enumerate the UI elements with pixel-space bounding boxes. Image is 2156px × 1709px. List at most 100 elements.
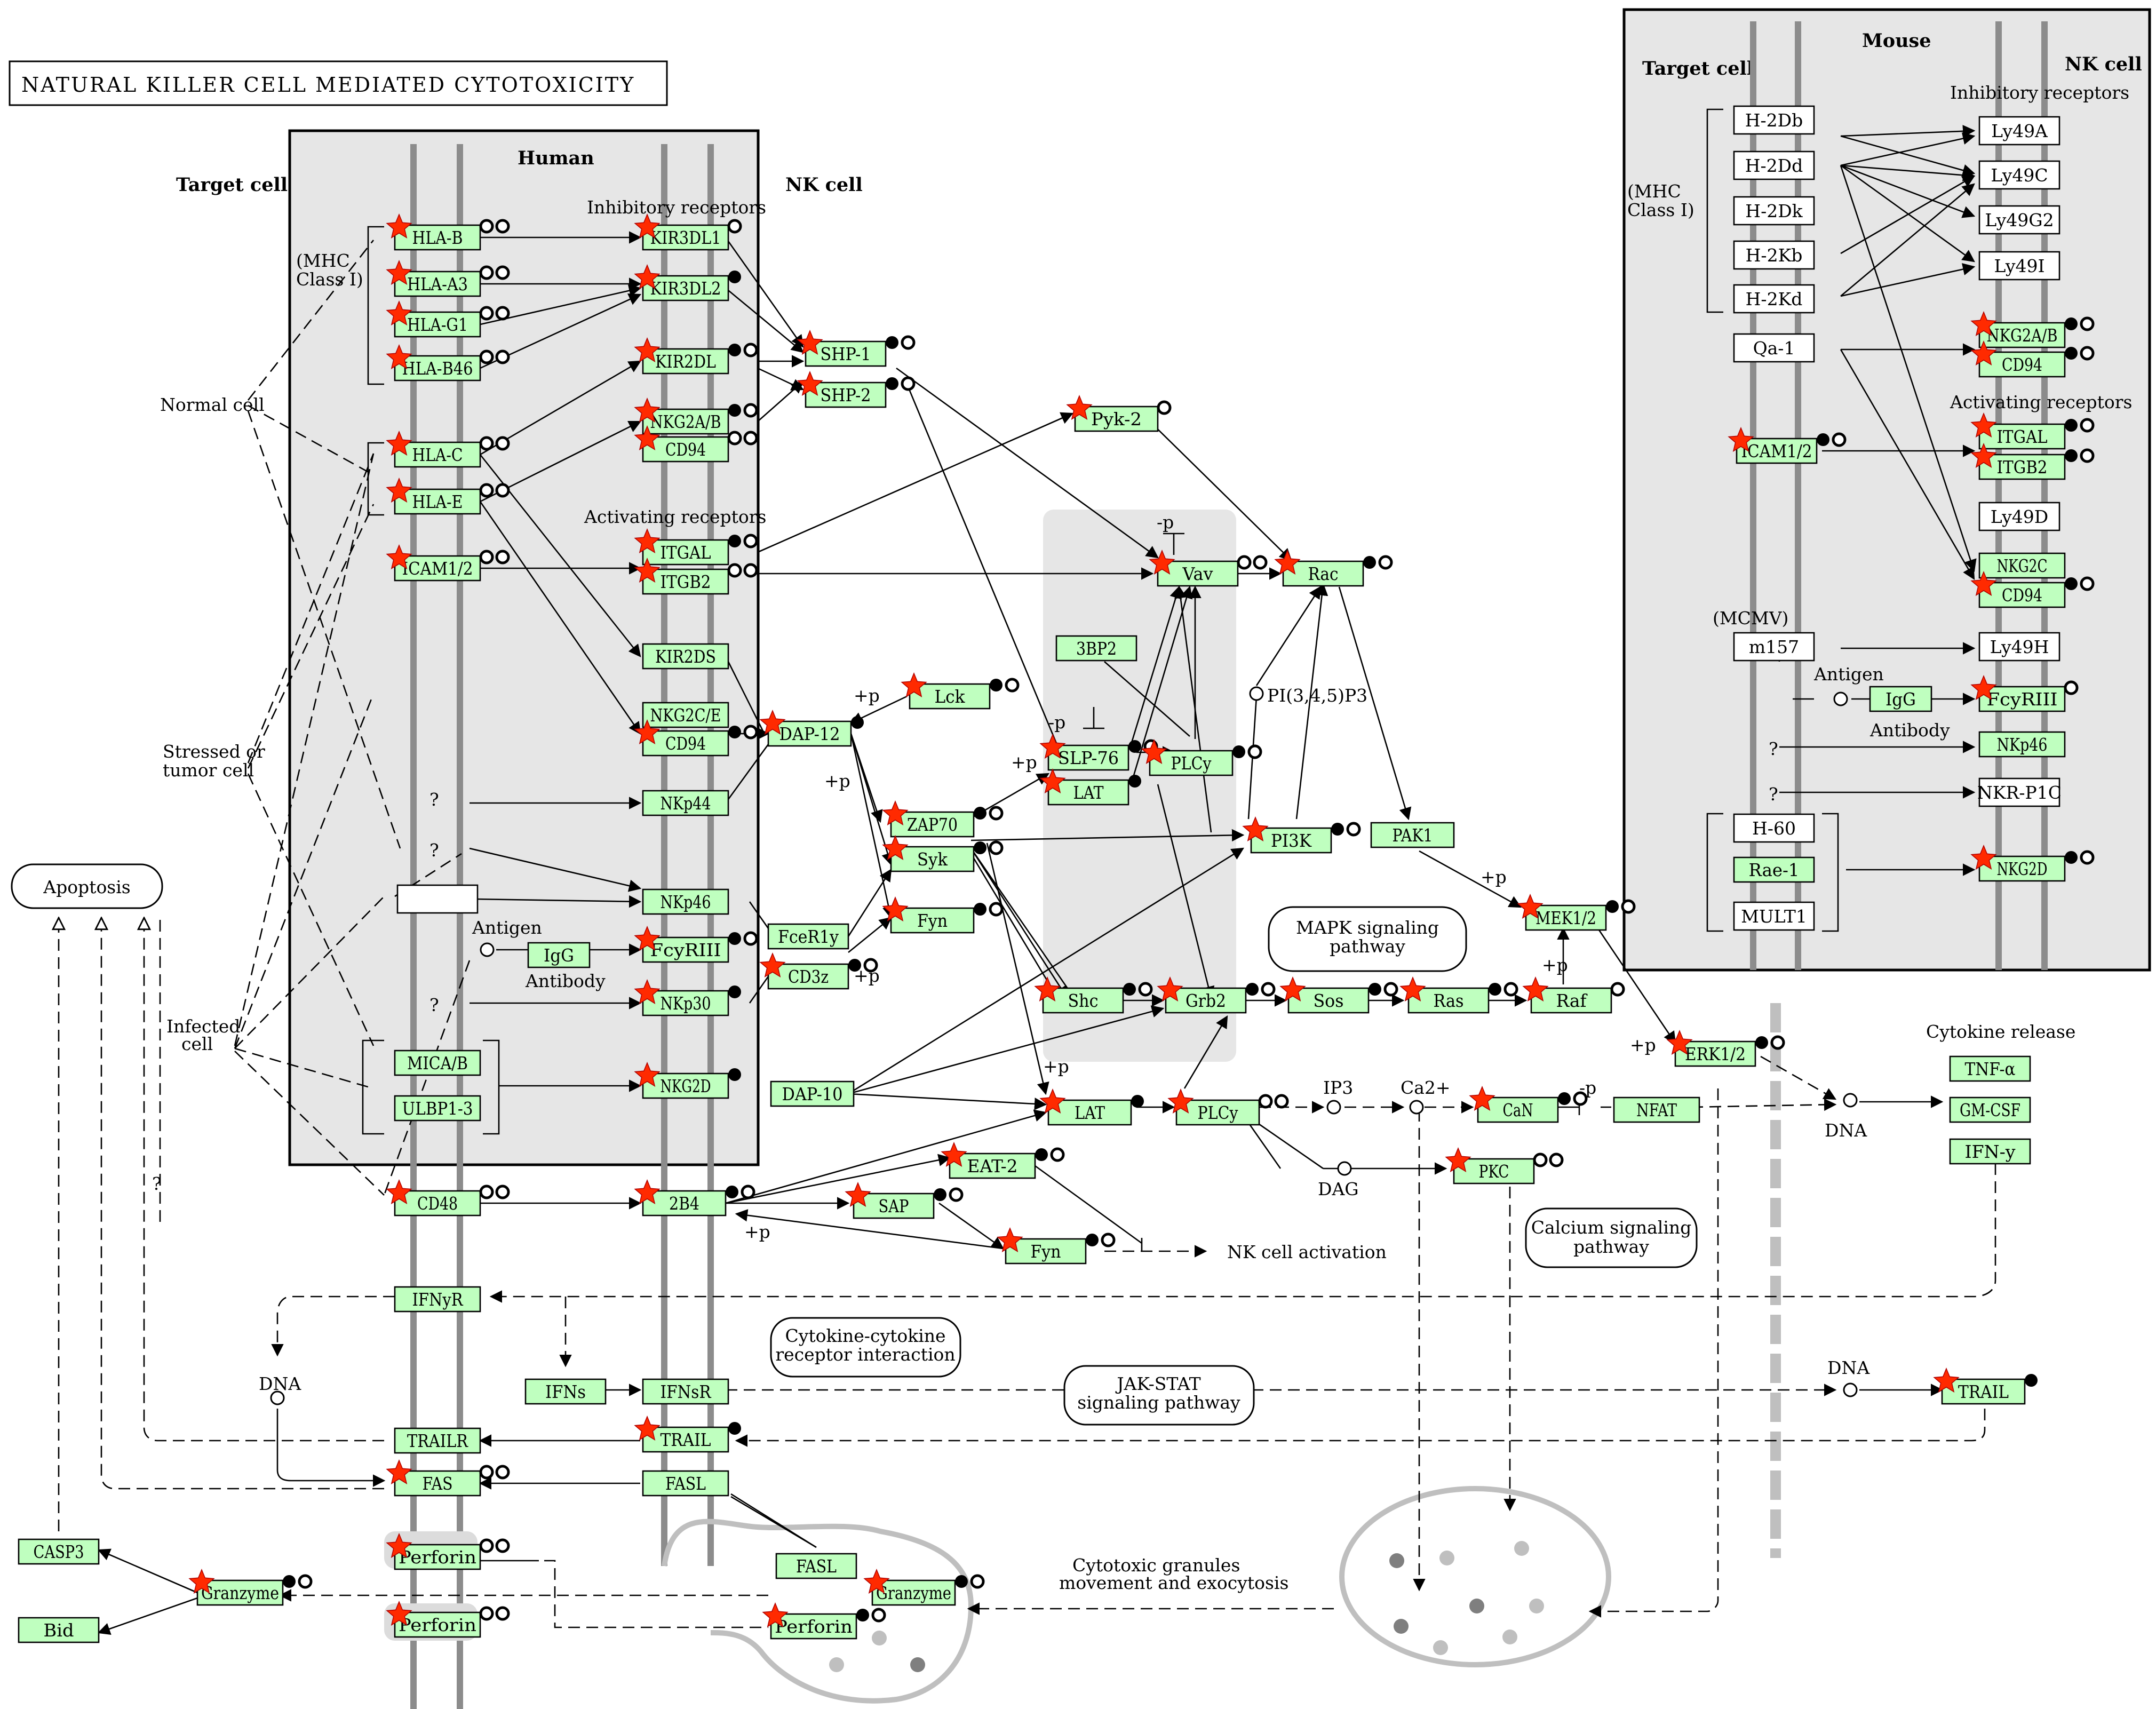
node-ly49g2[interactable]: Ly49G2 [1978,205,2060,235]
gene-tnfa[interactable]: TNF-α [1949,1055,2031,1082]
gene-casp3[interactable]: CASP3 [18,1538,100,1565]
gene-gmcsf[interactable]: GM-CSF [1949,1096,2031,1123]
gene-vav[interactable]: Vav [1149,550,1268,587]
gene-erk12[interactable]: ERK1/2 [1666,1030,1785,1067]
gene-m-nkg2ab[interactable]: NKG2A/B [1970,311,2095,348]
node-h2db[interactable]: H-2Db [1733,105,1815,135]
node-nkrp1c[interactable]: NKR-P1C [1977,777,2062,807]
gene-nkg2d[interactable]: NKG2D [634,1062,741,1099]
node-ly49d[interactable]: Ly49D [1978,502,2060,531]
gene-lat2[interactable]: LAT [1039,1088,1144,1126]
gene-nkg2ab[interactable]: NKG2A/B [634,398,758,435]
gene-mica[interactable]: MICA/B [394,1050,481,1076]
node-ha[interactable] [396,884,479,914]
gene-hla-c[interactable]: HLA-C [386,431,510,468]
gene-perforin3[interactable]: Perforin [762,1602,886,1640]
gene-fcer1y[interactable]: FceR1y [767,923,849,950]
gene-fasl1[interactable]: FASL [642,1470,729,1497]
gene-trail1[interactable]: TRAIL [634,1416,741,1453]
gene-fcyriii[interactable]: FcyRIII [634,926,758,963]
apoptosis-pathway[interactable]: Apoptosis [11,863,163,909]
gene-kir3dl2[interactable]: KIR3DL2 [634,264,741,301]
node-mult1[interactable]: MULT1 [1733,901,1815,931]
gene-plcy2[interactable]: PLCy [1167,1088,1289,1126]
jak-stat-pathway[interactable]: JAK-STAT signaling pathway [1063,1365,1255,1426]
gene-m-nkp46[interactable]: NKp46 [1978,731,2066,758]
gene-m-cd94a[interactable]: CD94 [1970,340,2095,378]
gene-nkp30[interactable]: NKp30 [634,979,741,1016]
gene-nkp46[interactable]: NKp46 [642,888,729,915]
gene-grb2[interactable]: Grb2 [1157,976,1276,1014]
gene-zap70[interactable]: ZAP70 [882,800,1004,838]
gene-pi3k[interactable]: PI3K [1242,816,1361,854]
gene-nfat[interactable]: NFAT [1613,1096,1700,1123]
gene-rac[interactable]: Rac [1274,550,1393,587]
node-h2kb[interactable]: H-2Kb [1733,240,1815,270]
gene-granzyme2[interactable]: Granzyme [863,1569,985,1606]
gene-m-icam[interactable]: ICAM1/2 [1728,427,1847,464]
gene-dap10[interactable]: DAP-10 [770,1080,855,1107]
gene-m-nkg2c[interactable]: NKG2C [1978,552,2066,579]
gene-dap12[interactable]: DAP-12 [759,710,864,747]
gene-fyn2[interactable]: Fyn [997,1227,1116,1265]
gene-ras[interactable]: Ras [1399,976,1518,1014]
gene-lat1[interactable]: LAT [1039,768,1141,806]
gene-trailr[interactable]: TRAILR [394,1427,481,1454]
gene-shp2[interactable]: SHP-2 [797,371,916,408]
gene-m-nkg2d[interactable]: NKG2D [1970,845,2095,882]
gene-plcy1[interactable]: PLCy [1141,739,1262,776]
gene-icam12[interactable]: ICAM1/2 [386,544,510,582]
gene-cd94b[interactable]: CD94 [634,719,758,757]
gene-m-fcyriii[interactable]: FcyRIII [1970,675,2079,712]
gene-igg[interactable]: IgG [527,942,591,968]
gene-ifnyr[interactable]: IFNyR [394,1286,481,1313]
gene-hla-b46[interactable]: HLA-B46 [386,344,510,381]
gene-granzyme1[interactable]: Granzyme [188,1569,313,1606]
gene-pkc[interactable]: PKC [1445,1147,1564,1185]
gene-eat2[interactable]: EAT-2 [941,1142,1065,1179]
gene-cd3z[interactable]: CD3z [759,952,878,990]
node-ly49h[interactable]: Ly49H [1978,632,2060,662]
gene-raf[interactable]: Raf [1522,976,1625,1014]
gene-m-itgal[interactable]: ITGAL [1970,412,2095,450]
gene-ulbp[interactable]: ULBP1-3 [394,1095,481,1122]
gene-bp3[interactable]: 3BP2 [1055,635,1137,662]
mapk-pathway[interactable]: MAPK signaling pathway [1268,906,1467,972]
node-qa1[interactable]: Qa-1 [1733,333,1815,363]
gene-hla-g1[interactable]: HLA-G1 [386,300,510,338]
node-m157[interactable]: m157 [1733,632,1815,662]
gene-ifnsr[interactable]: IFNsR [642,1378,729,1405]
gene-m-igg[interactable]: IgG [1869,686,1932,712]
gene-syk[interactable]: Syk [882,835,1004,872]
gene-cd94a[interactable]: CD94 [634,425,758,463]
gene-sos[interactable]: Sos [1279,976,1398,1014]
gene-pak1[interactable]: PAK1 [1370,822,1455,848]
gene-hla-e[interactable]: HLA-E [386,478,510,515]
node-h60[interactable]: H-60 [1733,813,1815,843]
gene-bid[interactable]: Bid [18,1617,100,1643]
gene-nkp44[interactable]: NKp44 [642,790,729,816]
node-h2dk[interactable]: H-2Dk [1733,196,1815,226]
gene-sap[interactable]: SAP [845,1182,964,1219]
gene-can[interactable]: CaN [1469,1086,1588,1123]
gene-m-rae1[interactable]: Rae-1 [1733,856,1815,883]
gene-trail2[interactable]: TRAIL [1933,1368,2038,1405]
gene-ifny[interactable]: IFN-y [1949,1138,2031,1165]
gene-nkg2ce[interactable]: NKG2C/E [642,702,729,728]
gene-mek12[interactable]: MEK1/2 [1517,894,1636,931]
node-h2kd[interactable]: H-2Kd [1733,284,1815,314]
gene-hla-a3[interactable]: HLA-A3 [386,260,510,297]
node-ly49c[interactable]: Ly49C [1978,160,2060,190]
gene-fas[interactable]: FAS [386,1459,510,1497]
gene-shc[interactable]: Shc [1034,976,1153,1014]
gene-pyk2[interactable]: Pyk-2 [1066,395,1172,432]
gene-itgal[interactable]: ITGAL [634,528,758,566]
gene-kir3dl1[interactable]: KIR3DL1 [634,213,742,251]
gene-fyn1[interactable]: Fyn [882,896,1004,934]
gene-hla-b[interactable]: HLA-B [386,213,510,251]
gene-m-itgb2[interactable]: ITGB2 [1970,443,2095,480]
gene-cd48[interactable]: CD48 [386,1179,510,1217]
gene-perforin1[interactable]: Perforin [386,1533,510,1570]
gene-lck[interactable]: Lck [901,672,1020,710]
gene-m-cd94b[interactable]: CD94 [1970,571,2095,608]
